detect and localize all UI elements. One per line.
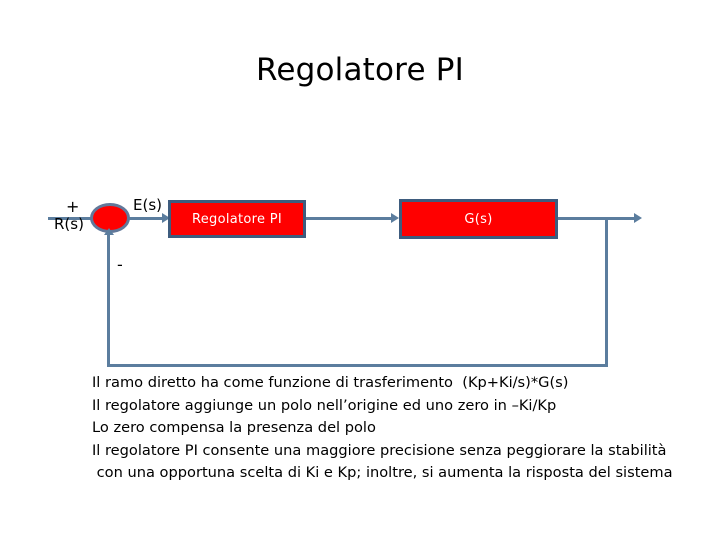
notes-line: Lo zero compensa la presenza del polo [92, 419, 376, 437]
sum-minus-sign: - [117, 255, 123, 274]
notes-line: Il regolatore PI consente una maggiore p… [92, 441, 667, 459]
wire-regolatore-to-plant [306, 217, 393, 220]
arrow-into-plant-icon [391, 213, 399, 223]
notes-line: con una opportuna scelta di Ki e Kp; ino… [92, 464, 673, 482]
wire-feedback-horizontal [107, 364, 608, 367]
arrow-into-regolatore-icon [162, 213, 170, 223]
notes-text-block: Il ramo diretto ha come funzione di tras… [92, 372, 692, 485]
arrow-into-sum-icon [104, 228, 114, 235]
block-plant-gs[interactable]: G(s) [399, 199, 558, 239]
wire-plant-output [558, 217, 636, 220]
signal-label-error: E(s) [133, 196, 162, 214]
wire-sum-to-regolatore [128, 217, 164, 220]
wire-feedback-down [605, 219, 608, 367]
notes-line: Il ramo diretto ha come funzione di tras… [92, 374, 569, 391]
sum-plus-sign: + [66, 197, 80, 216]
page-title: Regolatore PI [255, 52, 465, 88]
wire-feedback-up [107, 231, 110, 366]
signal-label-input: R(s) [54, 215, 84, 233]
wire-input-to-sum [48, 217, 94, 220]
arrow-output-icon [634, 213, 642, 223]
notes-line: Il regolatore aggiunge un polo nell’orig… [92, 396, 557, 414]
block-regolatore-pi[interactable]: Regolatore PI [168, 200, 306, 238]
